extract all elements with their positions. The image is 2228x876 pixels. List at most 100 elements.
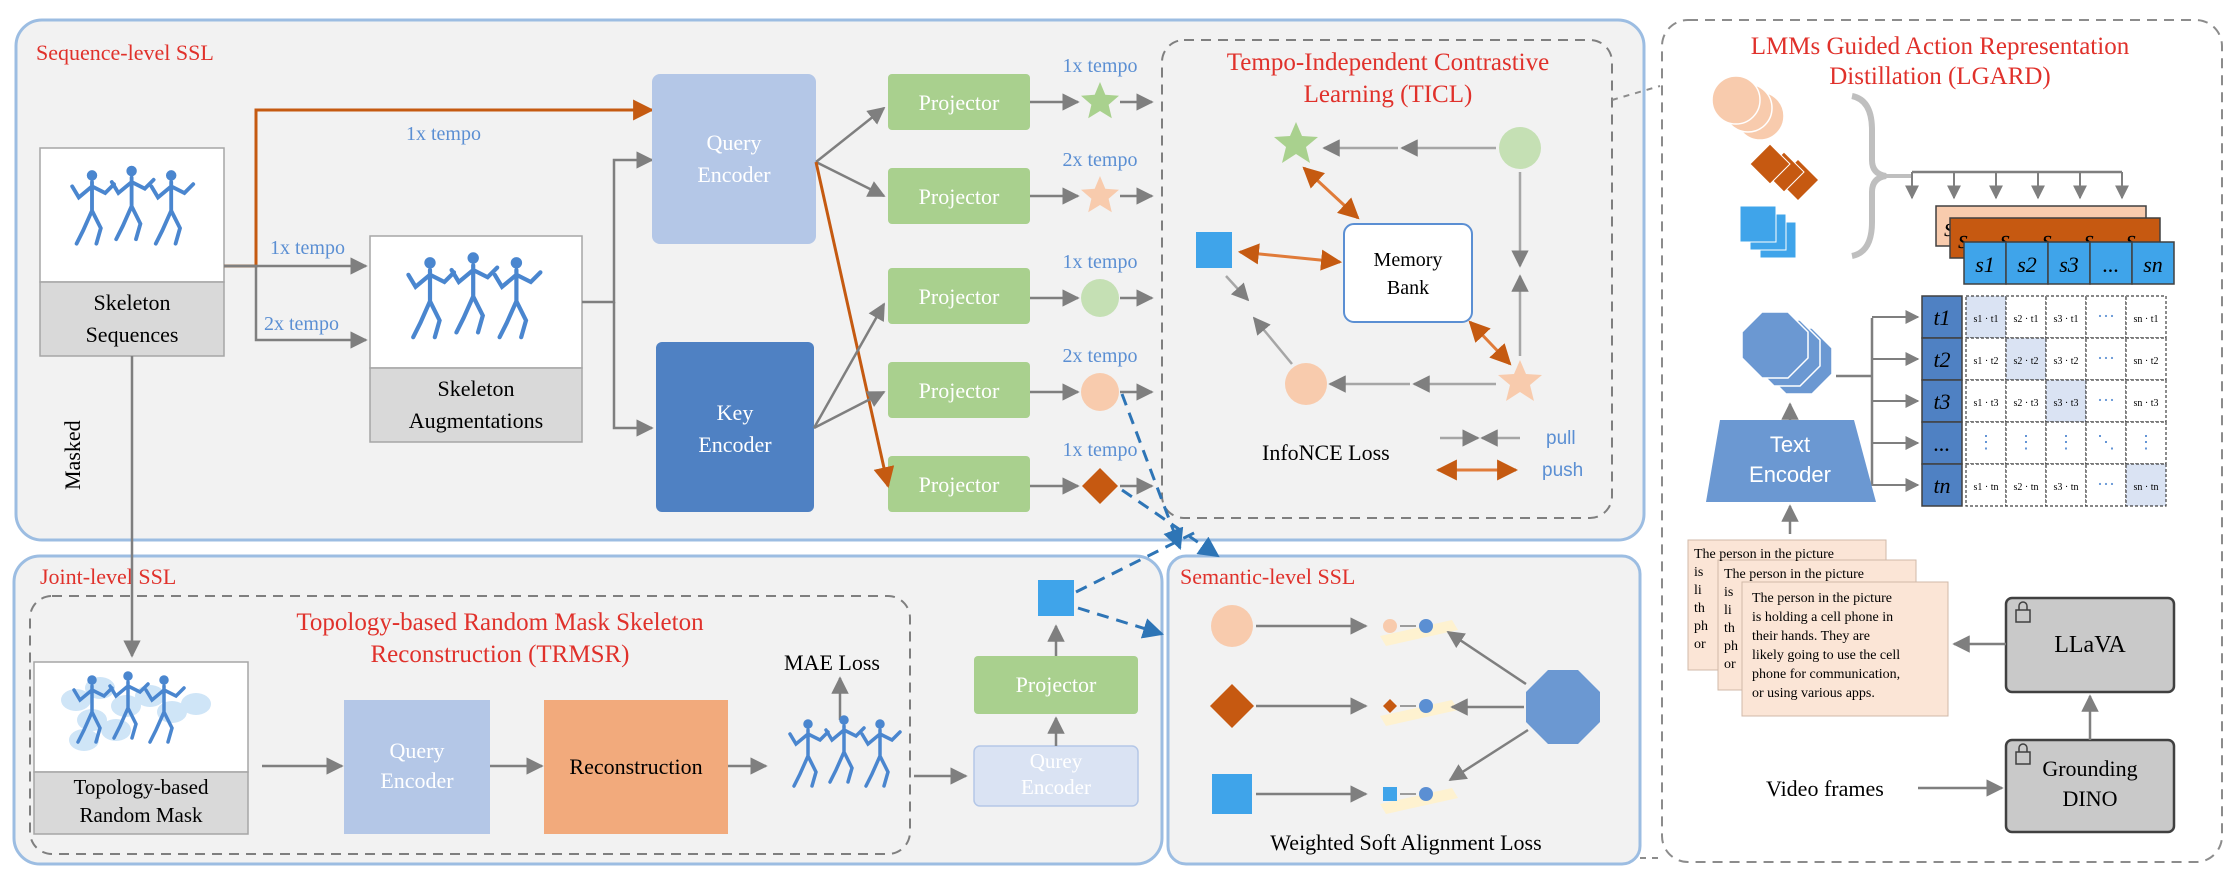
- s-front-cell-3: [2047, 241, 2091, 285]
- aug-to-query-arrow: [582, 151, 654, 304]
- sem-pair-band-2: [1380, 700, 1458, 726]
- sem-pair-text-dot-1: [1419, 619, 1433, 633]
- matrix-label-5-2: s2 · tn: [2014, 482, 2039, 493]
- text-octagon: [1526, 670, 1600, 744]
- video-frames-label: Video frames: [1766, 776, 1884, 801]
- projector-label-1: Projector: [919, 90, 1000, 115]
- matrix-label-2-5: sn · t2: [2134, 356, 2159, 367]
- projector-box-1: [888, 74, 1030, 130]
- key-encoder-box: [656, 342, 814, 512]
- matrix-cell-5-4: [2085, 463, 2127, 507]
- matrix-cell-2-4: [2085, 337, 2127, 381]
- arrow-2x-to-aug: [224, 264, 368, 349]
- projector-box-5: [888, 456, 1030, 512]
- sem-pair-small-3: [1383, 787, 1397, 801]
- matrix-cell-3-5: [2125, 379, 2167, 423]
- skeleton-aug-figure-1: [406, 257, 457, 340]
- skeleton-sequences-label-box: [39, 281, 225, 357]
- matrix-label-3-3: s3 · t3: [2054, 398, 2079, 409]
- s-front-cell-4: [2089, 241, 2133, 285]
- semantic-level-title: Semantic-level SSL: [1180, 564, 1355, 589]
- text-encoder-shape: [1706, 420, 1876, 502]
- matrix-cell-5-2: [2005, 463, 2047, 507]
- matrix-label-2-3: s3 · t2: [2054, 356, 2079, 367]
- mask-blob-7: [101, 719, 131, 741]
- semantic-level-panel: [1166, 554, 1642, 866]
- joint-level-title: Joint-level SSL: [40, 564, 176, 589]
- matrix-cell-4-1: [1965, 421, 2007, 465]
- matrix-cell-1-5: [2125, 295, 2167, 339]
- key-to-proj4: [813, 390, 886, 430]
- skeleton-mask-figure-2: [108, 671, 150, 740]
- mask-blob-1: [61, 689, 91, 711]
- pull-arrow-left: [1252, 316, 1293, 365]
- proj-out-star-2: [1081, 176, 1119, 213]
- grounding-lock-icon: [2015, 743, 2031, 765]
- query-to-proj1: [815, 106, 886, 163]
- tempo-2x-aug-label: 2x tempo: [264, 313, 339, 335]
- sem-pair-band-3: [1380, 788, 1458, 814]
- key-to-proj3: [812, 302, 886, 429]
- sem-circle: [1211, 605, 1253, 647]
- caption-card-front: [1741, 581, 1949, 717]
- weighted-soft-alignment-loss: Weighted Soft Alignment Loss: [1270, 830, 1541, 855]
- s-front-cell-2: [2005, 241, 2049, 285]
- s-mid-label-3: s: [2042, 225, 2052, 254]
- ticl-lgard-connector: [1611, 85, 1661, 101]
- matrix-label-4-5: ⋮: [2137, 432, 2155, 452]
- push-arrow-square: [1237, 243, 1343, 271]
- proj-out-tempo-2: 2x tempo: [1063, 149, 1138, 171]
- matrix-cell-4-5: [2125, 421, 2167, 465]
- lgard-circle-1: [1711, 75, 1761, 125]
- matrix-label-1-2: s2 · t1: [2014, 314, 2039, 325]
- skeleton-recon-figure-1: [788, 719, 830, 788]
- lgard-square-1: [1739, 205, 1777, 243]
- matrix-cell-5-1: [1965, 463, 2007, 507]
- mae-loss-label: MAE Loss: [784, 650, 880, 675]
- text-encoder-octagon-1: [1741, 311, 1809, 379]
- push-arrow-star: [1302, 166, 1360, 220]
- matrix-label-4-1: ⋮: [1977, 432, 1995, 452]
- matrix-cell-3-3: [2045, 379, 2087, 423]
- oct-arrow-3: [1448, 728, 1529, 782]
- t-label-3: t3: [1933, 389, 1950, 414]
- proj-out-diamond-5: [1082, 468, 1118, 504]
- skeleton-seq-figure-2: [109, 165, 156, 242]
- s-front-label-5: sn: [2143, 252, 2163, 277]
- matrix-cell-3-1: [1965, 379, 2007, 423]
- matrix-label-1-1: s1 · t1: [1974, 314, 1999, 325]
- projector-box-2: [888, 168, 1030, 224]
- llava-label: LLaVA: [2054, 632, 2126, 658]
- ticl-circle-green: [1499, 127, 1541, 169]
- dashed-circle-to-semantic: [1120, 393, 1184, 550]
- s-back-label-1: s: [1944, 213, 1954, 242]
- matrix-cell-4-3: [2045, 421, 2087, 465]
- ticl-circle-peach: [1285, 363, 1327, 405]
- masked-label: Masked: [60, 420, 85, 490]
- t-cell-1: [1921, 295, 1963, 339]
- joint-projector-box: [974, 656, 1138, 714]
- reconstruction-label: Reconstruction: [569, 754, 702, 779]
- s-front-cell-5: [2131, 241, 2175, 285]
- matrix-label-1-4: ···: [2097, 306, 2115, 326]
- t-label-1: t1: [1933, 305, 1950, 330]
- skeleton-aug-figure-2: [449, 252, 500, 335]
- joint-projector-label: Projector: [1016, 672, 1097, 697]
- ticl-square-blue: [1196, 232, 1232, 268]
- proj-out-tempo-1: 1x tempo: [1063, 55, 1138, 77]
- proj-out-tempo-3: 1x tempo: [1063, 251, 1138, 273]
- skeleton-mask-figure-3: [144, 675, 186, 744]
- matrix-label-2-4: ···: [2097, 348, 2115, 368]
- joint-output-square: [1038, 580, 1074, 616]
- ticl-star-peach: [1498, 360, 1542, 401]
- joint-query-encoder-box: [344, 700, 490, 834]
- s-front-cell-1: [1963, 241, 2007, 285]
